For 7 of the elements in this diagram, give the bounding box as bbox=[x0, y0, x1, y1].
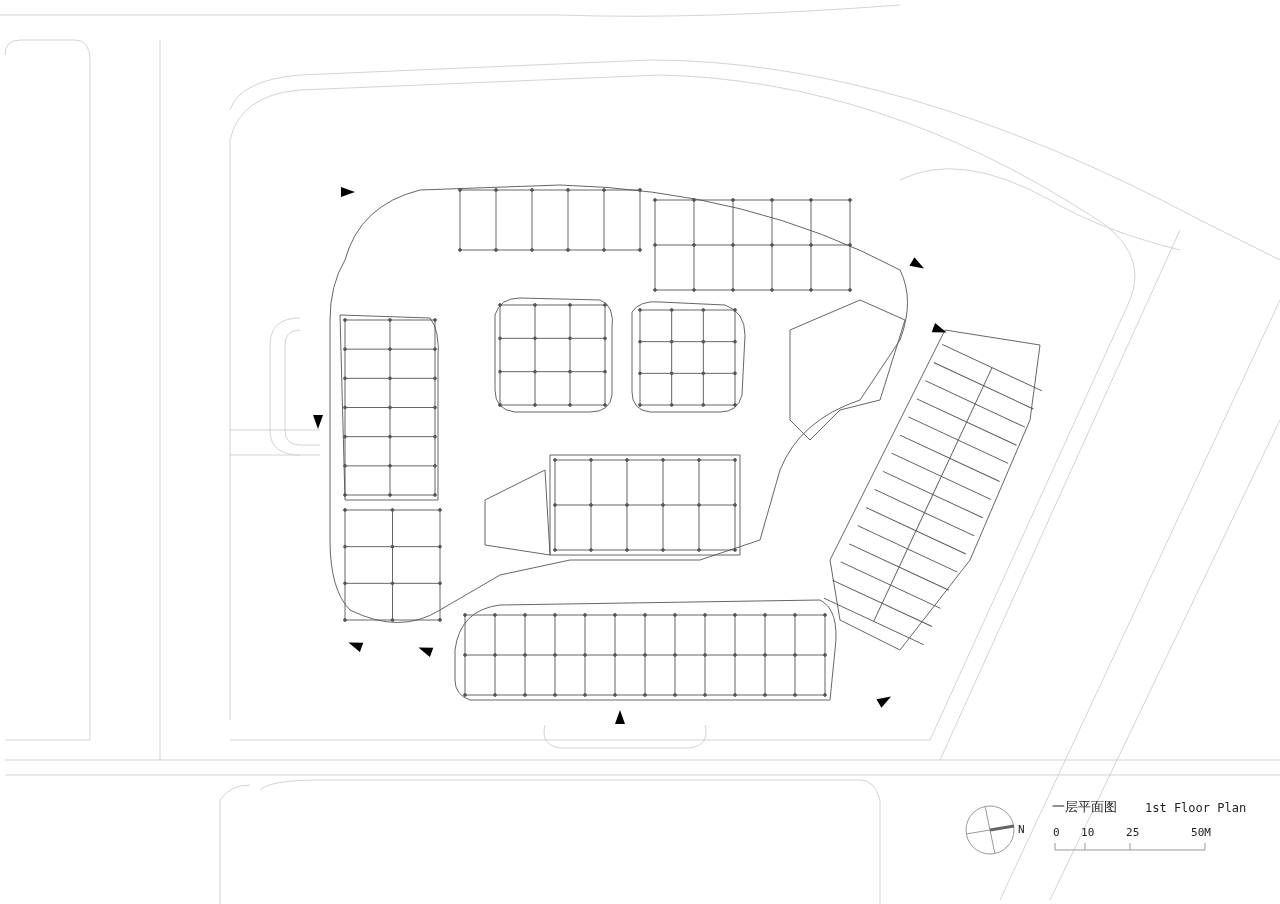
scale-number: 10 bbox=[1081, 826, 1095, 840]
north-label: N bbox=[1018, 823, 1025, 837]
plan-title: 一层平面图 bbox=[1052, 800, 1117, 814]
scale-number: 25 bbox=[1126, 826, 1140, 840]
scale-number: 50M bbox=[1191, 826, 1211, 840]
scale-number: 0 bbox=[1053, 826, 1060, 840]
plan-subtitle: 1st Floor Plan bbox=[1145, 801, 1247, 815]
